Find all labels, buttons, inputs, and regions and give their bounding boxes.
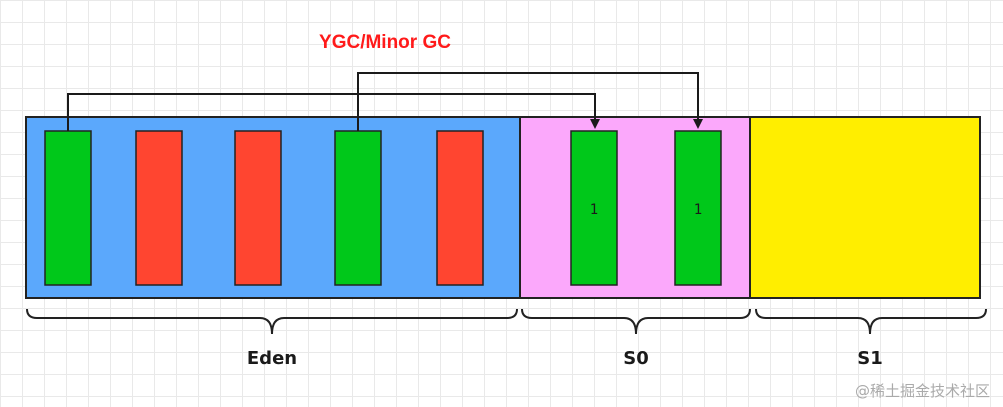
- s0-object-2: [674, 130, 722, 286]
- eden-object-5: [436, 130, 484, 286]
- eden-object-4: [334, 130, 382, 286]
- eden-object-1: [44, 130, 92, 286]
- s0-object-2-age-label: 1: [694, 202, 702, 218]
- s0-label: S0: [623, 348, 649, 369]
- s1-region: [749, 116, 981, 299]
- s0-object-1: [570, 130, 618, 286]
- eden-object-2: [135, 130, 183, 286]
- eden-object-3: [234, 130, 282, 286]
- copy-arrow-1: [67, 93, 600, 131]
- watermark-text: @稀土掘金技术社区: [855, 382, 990, 400]
- s1-brace: [755, 308, 987, 335]
- s0-object-1-age-label: 1: [590, 202, 598, 218]
- eden-label: Eden: [247, 348, 297, 369]
- diagram-title: YGC/Minor GC: [319, 32, 451, 53]
- s1-label: S1: [857, 348, 883, 369]
- copy-arrow-2: [357, 72, 703, 131]
- s0-brace: [521, 308, 751, 335]
- eden-brace: [26, 308, 518, 335]
